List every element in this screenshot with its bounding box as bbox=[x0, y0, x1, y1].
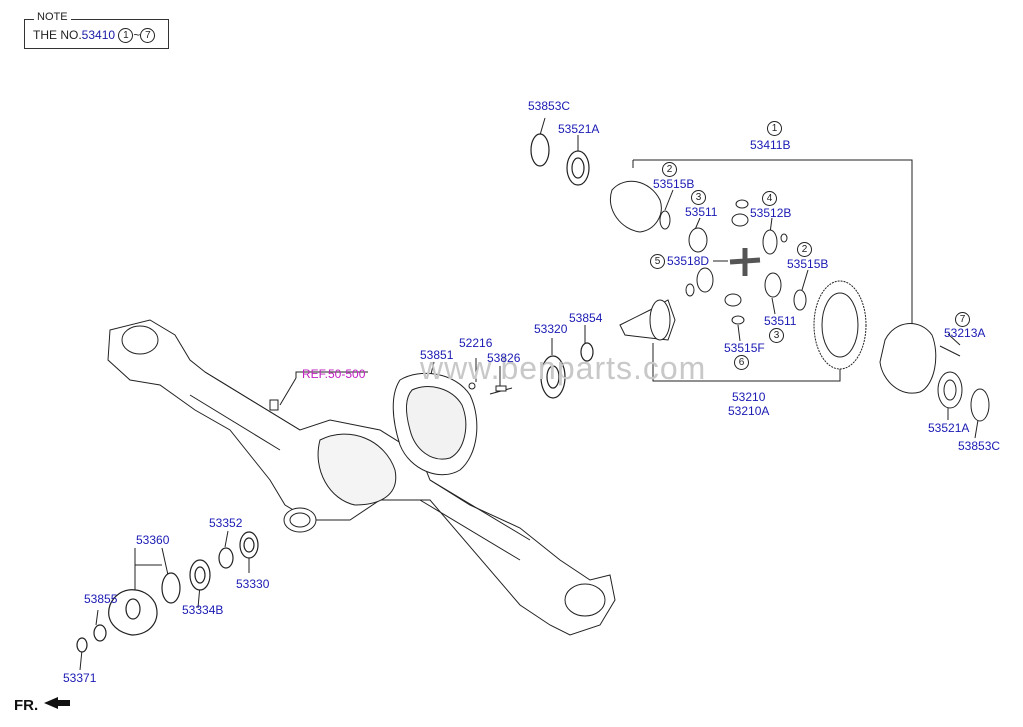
label-53320[interactable]: 53320 bbox=[534, 322, 568, 336]
label-53854[interactable]: 53854 bbox=[569, 311, 603, 325]
marker-6: 6 bbox=[734, 355, 749, 370]
marker-5: 5 bbox=[650, 254, 665, 269]
cap-53371 bbox=[76, 637, 88, 653]
label-53521a-top[interactable]: 53521A bbox=[558, 122, 600, 136]
label-53515b-right[interactable]: 53515B bbox=[787, 257, 829, 271]
direction-label: FR. bbox=[14, 697, 39, 714]
label-53352[interactable]: 53352 bbox=[209, 516, 243, 530]
note-range-start: 1 bbox=[118, 28, 134, 44]
note-title: NOTE bbox=[34, 11, 71, 23]
leader-53210 bbox=[652, 343, 841, 382]
watermark: www.benparts.com bbox=[420, 350, 707, 386]
o-ring-53853c bbox=[530, 133, 550, 167]
note-code: 53410 bbox=[81, 28, 116, 42]
label-53411b[interactable]: 53411B bbox=[750, 138, 791, 152]
diff-case-left bbox=[610, 180, 662, 233]
marker-7: 7 bbox=[955, 312, 970, 327]
spacer-53352 bbox=[218, 547, 234, 569]
label-53518d[interactable]: 53518D bbox=[667, 254, 710, 268]
label-53826[interactable]: 53826 bbox=[487, 351, 521, 365]
label-53855[interactable]: 53855 bbox=[84, 592, 118, 606]
o-ring-53853c-right bbox=[970, 388, 990, 422]
nut-53855 bbox=[93, 624, 107, 642]
side-gear bbox=[688, 227, 708, 253]
leader-53411b bbox=[633, 159, 913, 327]
diff-case-right bbox=[879, 323, 937, 394]
label-53210a[interactable]: 53210A bbox=[728, 404, 770, 418]
note-range-end: 7 bbox=[140, 28, 156, 44]
label-53511-bottom[interactable]: 53511 bbox=[764, 314, 797, 328]
label-53334b[interactable]: 53334B bbox=[182, 603, 224, 617]
shim-53854 bbox=[580, 342, 594, 362]
note-box: THE NO.53410 1~7 bbox=[24, 19, 169, 49]
label-53512b[interactable]: 53512B bbox=[750, 206, 792, 220]
label-53515f[interactable]: 53515F bbox=[724, 341, 765, 355]
label-53371[interactable]: 53371 bbox=[63, 671, 97, 685]
marker-1: 1 bbox=[767, 121, 782, 136]
marker-2-right: 2 bbox=[797, 242, 812, 257]
seal-53360 bbox=[161, 572, 181, 604]
diff-cover bbox=[392, 372, 513, 476]
label-52216[interactable]: 52216 bbox=[459, 336, 493, 350]
label-53521a-right[interactable]: 53521A bbox=[928, 421, 970, 435]
label-53511-top[interactable]: 53511 bbox=[685, 205, 718, 219]
marker-4: 4 bbox=[762, 191, 777, 206]
label-53853c-top[interactable]: 53853C bbox=[528, 99, 571, 113]
label-53851[interactable]: 53851 bbox=[420, 348, 454, 362]
axle-housing bbox=[107, 319, 616, 636]
label-53360[interactable]: 53360 bbox=[136, 533, 170, 547]
ref-link[interactable]: REF.50-500 bbox=[302, 367, 366, 381]
marker-3-top: 3 bbox=[691, 190, 706, 205]
note-range-sep: ~ bbox=[133, 28, 141, 42]
label-53330[interactable]: 53330 bbox=[236, 577, 270, 591]
marker-3-bottom: 3 bbox=[769, 328, 784, 343]
note-line: THE NO.53410 1~7 bbox=[33, 28, 156, 44]
note-prefix: THE NO. bbox=[33, 28, 82, 42]
label-53515b-top[interactable]: 53515B bbox=[653, 177, 695, 191]
label-53213a[interactable]: 53213A bbox=[944, 326, 986, 340]
label-53853c-right[interactable]: 53853C bbox=[958, 439, 1001, 453]
label-53210[interactable]: 53210 bbox=[732, 390, 766, 404]
front-arrow-icon bbox=[44, 697, 70, 709]
marker-2-top: 2 bbox=[662, 162, 677, 177]
